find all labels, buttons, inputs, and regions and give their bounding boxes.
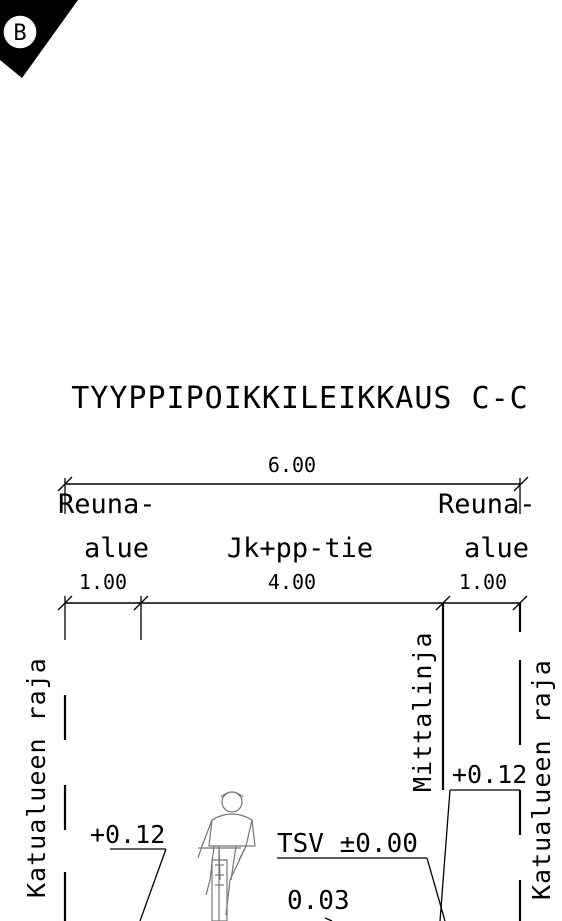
right-surface-slope — [426, 857, 446, 921]
cyclist-icon — [197, 791, 256, 921]
center-zone-label: Jk+pp-tie — [227, 533, 373, 564]
badge-letter: B — [13, 21, 26, 46]
section-title: TYYPPIPOIKKILEIKKAUS C-C — [71, 381, 528, 416]
right-level-label: +0.12 — [452, 760, 527, 789]
measurement-line-label: Mittalinja — [408, 631, 437, 792]
sheet-badge: B — [0, 0, 78, 78]
center-dimension-value: 4.00 — [268, 570, 316, 594]
right-dimension-value: 1.00 — [459, 570, 507, 594]
right-curb-face — [439, 789, 451, 921]
right-zone-label-line1: Reuna- — [438, 489, 536, 520]
left-dimension-value: 1.00 — [79, 570, 127, 594]
overall-dim-tick-right — [513, 476, 529, 492]
left-zone-label-line1: Reuna- — [58, 489, 156, 520]
left-slope-line — [139, 848, 167, 921]
slope-label: 0.03 — [287, 886, 350, 916]
right-zone-label-line2: alue — [464, 533, 529, 564]
overall-dimension-value: 6.00 — [268, 453, 316, 477]
surface-level-label: TSV ±0.00 — [277, 829, 418, 859]
left-boundary-label: Katualueen raja — [22, 657, 51, 898]
right-boundary-label: Katualueen raja — [527, 659, 556, 900]
left-zone-label-line2: alue — [84, 533, 149, 564]
left-level-label: +0.12 — [90, 820, 165, 849]
